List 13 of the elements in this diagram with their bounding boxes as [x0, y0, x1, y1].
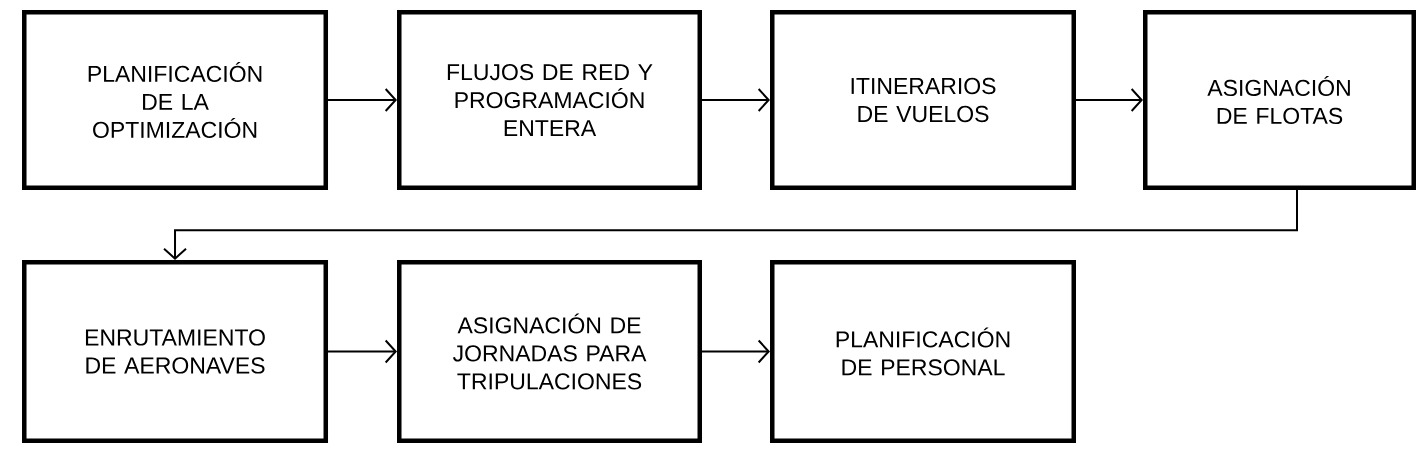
process-box: PLANIFICACIÓN DE LA OPTIMIZACIÓN	[22, 10, 328, 190]
arrow	[701, 339, 770, 364]
process-box: FLUJOS DE RED Y PROGRAMACIÓN ENTERA	[397, 10, 702, 190]
process-box: ASIGNACIÓN DE FLOTAS	[1143, 10, 1416, 190]
process-box: ASIGNACIÓN DE JORNADAS PARA TRIPULACIONES	[397, 260, 702, 443]
process-box: ITINERARIOS DE VUELOS	[770, 10, 1076, 190]
arrow	[1075, 88, 1143, 112]
arrow	[701, 88, 770, 112]
arrow	[163, 189, 1298, 260]
arrow	[327, 88, 398, 112]
arrow	[327, 339, 398, 364]
process-box: ENRUTAMIENTO DE AERONAVES	[22, 260, 328, 443]
process-box: PLANIFICACIÓN DE PERSONAL	[770, 260, 1076, 443]
